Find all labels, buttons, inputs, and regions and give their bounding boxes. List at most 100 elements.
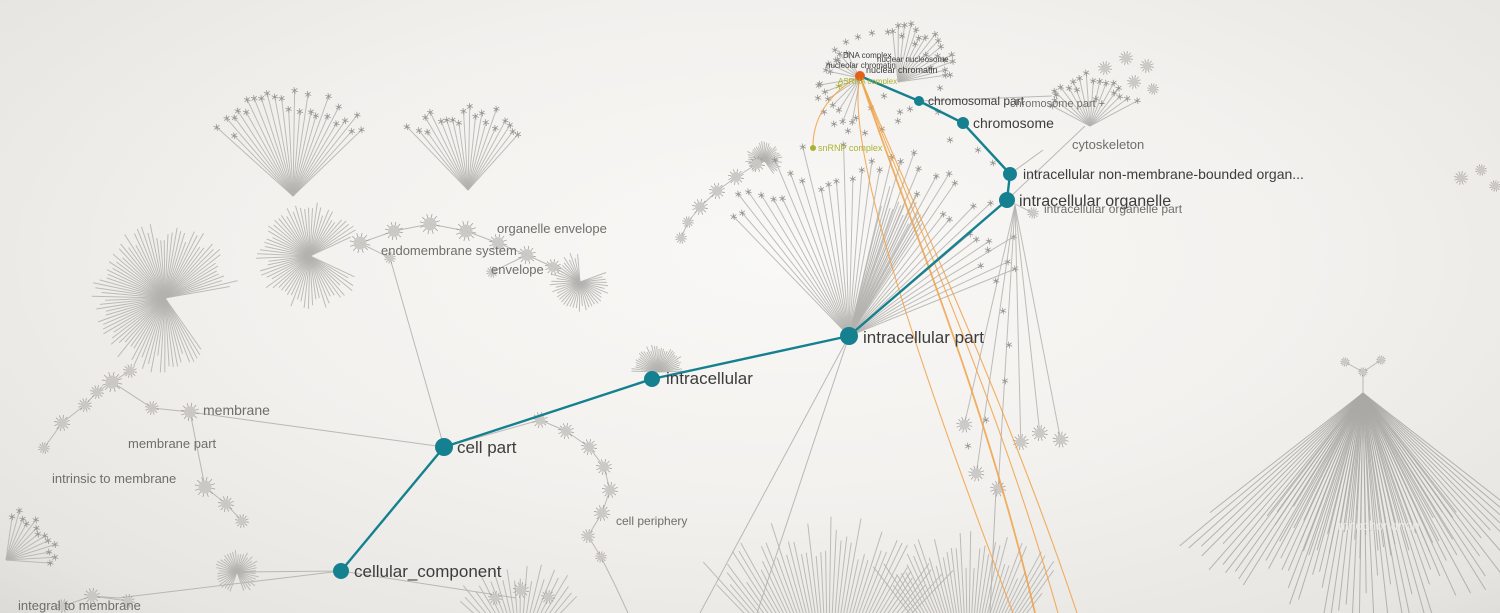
leaf-node-icon[interactable] bbox=[849, 175, 857, 183]
cluster-rosette-icon[interactable] bbox=[1147, 83, 1159, 95]
leaf-node-icon[interactable] bbox=[848, 118, 856, 126]
cluster-rosette-icon[interactable] bbox=[194, 476, 216, 498]
leaf-node-icon[interactable] bbox=[910, 149, 918, 157]
leaf-node-icon[interactable] bbox=[798, 177, 806, 185]
leaf-node-icon[interactable] bbox=[1076, 75, 1083, 82]
leaf-node-icon[interactable] bbox=[941, 66, 949, 74]
cluster-rosette-icon[interactable] bbox=[581, 529, 595, 543]
leaf-node-icon[interactable] bbox=[913, 190, 921, 198]
cluster-rosette-icon[interactable] bbox=[486, 266, 498, 278]
leaf-node-icon[interactable] bbox=[493, 105, 500, 113]
leaf-node-icon[interactable] bbox=[51, 541, 59, 548]
leaf-node-icon[interactable] bbox=[884, 28, 892, 36]
leaf-node-icon[interactable] bbox=[817, 186, 825, 193]
leaf-node-icon[interactable] bbox=[814, 94, 822, 102]
leaf-node-icon[interactable] bbox=[1102, 79, 1110, 87]
leaf-node-icon[interactable] bbox=[946, 215, 953, 223]
leaf-node-icon[interactable] bbox=[506, 121, 514, 129]
go-term-node-intracellular-part[interactable] bbox=[840, 327, 858, 345]
cluster-rosette-icon[interactable] bbox=[682, 216, 694, 228]
leaf-node-icon[interactable] bbox=[415, 127, 423, 134]
leaf-node-icon[interactable] bbox=[1051, 96, 1059, 104]
leaf-node-icon[interactable] bbox=[1011, 265, 1019, 273]
leaf-node-icon[interactable] bbox=[852, 114, 860, 122]
leaf-node-icon[interactable] bbox=[946, 136, 954, 144]
cluster-rosette-icon[interactable] bbox=[728, 169, 744, 185]
leaf-node-icon[interactable] bbox=[1110, 89, 1118, 97]
leaf-node-icon[interactable] bbox=[951, 179, 959, 187]
leaf-node-icon[interactable] bbox=[491, 124, 499, 132]
go-term-node-chromosomal-part[interactable] bbox=[914, 96, 924, 106]
leaf-node-icon[interactable] bbox=[730, 213, 738, 221]
leaf-node-icon[interactable] bbox=[934, 52, 942, 60]
cluster-rosette-icon[interactable] bbox=[956, 416, 973, 433]
leaf-node-icon[interactable] bbox=[984, 246, 992, 254]
cluster-rosette-icon[interactable] bbox=[384, 252, 396, 264]
leaf-node-icon[interactable] bbox=[946, 71, 954, 79]
leaf-node-icon[interactable] bbox=[771, 156, 779, 164]
cluster-rosette-icon[interactable] bbox=[1454, 171, 1468, 185]
leaf-node-icon[interactable] bbox=[880, 92, 888, 100]
leaf-node-icon[interactable] bbox=[271, 93, 279, 101]
cluster-rosette-icon[interactable] bbox=[1052, 431, 1069, 448]
cluster-rosette-icon[interactable] bbox=[558, 423, 574, 439]
cluster-rosette-icon[interactable] bbox=[123, 364, 137, 378]
leaf-node-icon[interactable] bbox=[335, 103, 343, 111]
leaf-node-icon[interactable] bbox=[1110, 79, 1118, 87]
leaf-node-icon[interactable] bbox=[478, 109, 486, 117]
leaf-node-icon[interactable] bbox=[213, 124, 221, 131]
leaf-node-icon[interactable] bbox=[830, 120, 838, 128]
leaf-node-icon[interactable] bbox=[894, 22, 902, 30]
leaf-node-icon[interactable] bbox=[912, 26, 920, 34]
leaf-node-icon[interactable] bbox=[1116, 93, 1124, 101]
cluster-rosette-icon[interactable] bbox=[596, 459, 612, 475]
go-term-node-intracellular-organelle[interactable] bbox=[999, 192, 1015, 208]
leaf-node-icon[interactable] bbox=[839, 118, 847, 125]
leaf-node-icon[interactable] bbox=[974, 146, 982, 154]
leaf-node-icon[interactable] bbox=[460, 107, 467, 115]
leaf-node-icon[interactable] bbox=[234, 107, 242, 115]
leaf-node-icon[interactable] bbox=[897, 158, 905, 165]
cluster-rosette-icon[interactable] bbox=[581, 439, 597, 455]
leaf-node-icon[interactable] bbox=[898, 32, 906, 40]
cluster-rosette-icon[interactable] bbox=[1475, 164, 1487, 176]
leaf-node-icon[interactable] bbox=[514, 131, 522, 138]
leaf-node-icon[interactable] bbox=[41, 532, 49, 540]
cluster-rosette-icon[interactable] bbox=[145, 401, 159, 415]
go-term-label-intracellular-non-membrane-bounded-organelle[interactable]: intracellular non-membrane-bounded organ… bbox=[1023, 166, 1304, 182]
leaf-node-icon[interactable] bbox=[348, 127, 356, 135]
leaf-node-icon[interactable] bbox=[424, 128, 431, 136]
go-term-label-nuclear-chromatin[interactable]: nuclear chromatin bbox=[866, 65, 938, 75]
leaf-node-icon[interactable] bbox=[901, 21, 908, 29]
cluster-rosette-icon[interactable] bbox=[218, 496, 234, 512]
cluster-rosette-icon[interactable] bbox=[1340, 357, 1350, 367]
leaf-node-icon[interactable] bbox=[982, 416, 990, 424]
cluster-rosette-icon[interactable] bbox=[709, 183, 725, 199]
leaf-node-icon[interactable] bbox=[906, 105, 914, 113]
leaf-node-icon[interactable] bbox=[825, 60, 833, 68]
cluster-rosette-icon[interactable] bbox=[455, 220, 477, 242]
cluster-rosette-icon[interactable] bbox=[692, 199, 708, 215]
cluster-rosette-icon[interactable] bbox=[180, 402, 200, 422]
leaf-node-icon[interactable] bbox=[787, 169, 794, 177]
leaf-node-icon[interactable] bbox=[833, 177, 840, 185]
leaf-node-icon[interactable] bbox=[989, 159, 997, 167]
leaf-node-icon[interactable] bbox=[1069, 78, 1077, 86]
cluster-rosette-icon[interactable] bbox=[488, 591, 502, 605]
cluster-rosette-icon[interactable] bbox=[749, 156, 765, 172]
cluster-rosette-icon[interactable] bbox=[602, 482, 618, 498]
leaf-node-icon[interactable] bbox=[831, 46, 839, 54]
leaf-node-icon[interactable] bbox=[970, 202, 977, 210]
cluster-rosette-icon[interactable] bbox=[384, 221, 404, 241]
cluster-rosette-icon[interactable] bbox=[517, 245, 537, 265]
leaf-node-icon[interactable] bbox=[51, 553, 59, 561]
cluster-rosette-icon[interactable] bbox=[1140, 59, 1154, 73]
leaf-node-icon[interactable] bbox=[333, 120, 340, 128]
leaf-node-icon[interactable] bbox=[896, 108, 904, 116]
leaf-node-icon[interactable] bbox=[502, 117, 509, 125]
cluster-rosette-icon[interactable] bbox=[1127, 75, 1141, 89]
go-term-label-intracellular[interactable]: intracellular bbox=[666, 369, 753, 388]
leaf-node-icon[interactable] bbox=[1123, 95, 1131, 103]
